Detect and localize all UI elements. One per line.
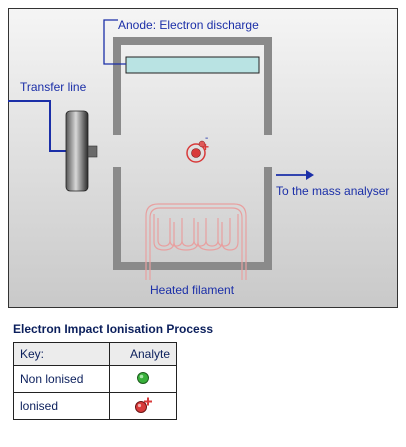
key-row-label: Non lonised bbox=[12, 365, 111, 393]
ion-source-chamber bbox=[113, 37, 272, 270]
ejected-electron-dot bbox=[198, 140, 206, 148]
transfer-line-nozzle bbox=[87, 145, 98, 158]
chamber-left-lower-wall bbox=[113, 167, 121, 270]
key-header-analyte: Analyte bbox=[109, 342, 177, 366]
key-row-ionised: lonised bbox=[12, 392, 177, 420]
mass-analyser-arrow bbox=[276, 170, 314, 180]
heated-filament-label: Heated filament bbox=[150, 283, 235, 297]
positive-charge-sign: + bbox=[202, 140, 209, 154]
transfer-line-label: Transfer line bbox=[20, 80, 87, 94]
anode-plate bbox=[125, 56, 260, 74]
key-header-row: Key: Analyte bbox=[12, 342, 177, 366]
mass-analyser-label: To the mass analyser bbox=[276, 184, 389, 198]
key-row-symbol bbox=[109, 392, 177, 420]
transfer-line-valve bbox=[65, 110, 89, 192]
ion-core-dot bbox=[191, 148, 201, 158]
anode-leader-line bbox=[103, 19, 126, 65]
chamber-right-upper-wall bbox=[264, 37, 272, 135]
key-row-non-ionised: Non lonised bbox=[12, 365, 177, 393]
chamber-top-wall bbox=[113, 37, 272, 45]
key-header-label: Key: bbox=[12, 342, 111, 366]
chamber-left-upper-wall bbox=[113, 37, 121, 135]
key-row-symbol bbox=[109, 365, 177, 393]
chamber-right-lower-wall bbox=[264, 167, 272, 270]
anode-label: Anode: Electron discharge bbox=[118, 18, 259, 32]
electron-sign: - bbox=[205, 133, 208, 144]
ionisation-diagram: Anode: Electron discharge Transfer line … bbox=[8, 8, 398, 308]
ionised-analyte-particle: - + bbox=[186, 133, 209, 163]
heated-filament-coil bbox=[145, 203, 247, 280]
diagram-caption: Electron Impact Ionisation Process bbox=[13, 322, 214, 336]
diagram-canvas: Anode: Electron discharge Transfer line … bbox=[8, 8, 398, 308]
chamber-bottom-wall bbox=[113, 262, 272, 270]
red-ion-icon bbox=[135, 397, 153, 413]
transfer-line-tube bbox=[8, 100, 68, 152]
green-dot-icon bbox=[137, 371, 150, 384]
key-row-label: lonised bbox=[12, 392, 111, 420]
key-table: Key: Analyte Non lonised lonised bbox=[12, 342, 177, 420]
